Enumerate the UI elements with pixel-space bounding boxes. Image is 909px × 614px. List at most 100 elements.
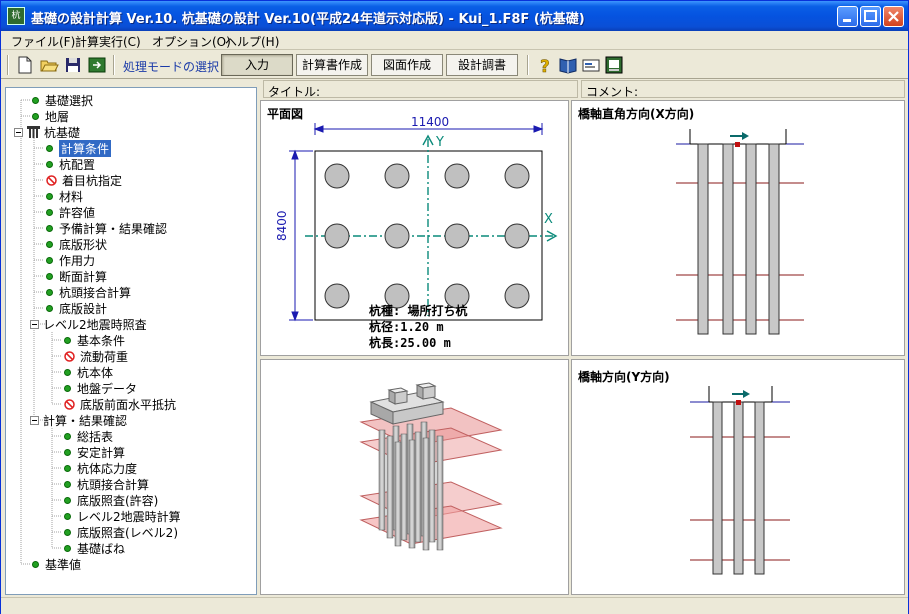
collapse-toggle-icon[interactable] [14,127,23,137]
plan-view-title: 平面図 [267,107,304,121]
prohibited-icon [64,398,75,410]
tree-item-stability-calc[interactable]: 安定計算 [64,444,125,460]
x-direction-panel[interactable]: 橋軸直角方向(X方向) [571,100,905,356]
tree-item-pile-head-calc[interactable]: 杭頭接合計算 [46,284,131,300]
title-bar[interactable]: 杭 基礎の設計計算 Ver.10. 杭基礎の設計 Ver.10(平成24年道示対… [1,1,908,31]
title-field[interactable]: タイトル: [263,80,578,99]
plan-view-panel[interactable]: 平面図 [260,100,569,356]
tree-item-acting-force[interactable]: 作用力 [46,252,95,268]
tree-item-pile-layout[interactable]: 杭配置 [46,156,95,172]
tree-item-basic-conditions[interactable]: 基本条件 [64,332,125,348]
save-disk-icon[interactable] [63,55,83,75]
pile-length-text: 杭長:25.00 m [369,336,451,350]
toolbar-grip [7,55,9,75]
menu-options[interactable]: オプション(O) [152,35,231,49]
y-direction-panel[interactable]: 橋軸方向(Y方向) [571,359,905,595]
svg-text:?: ? [540,57,550,75]
tree-item-calc-results[interactable]: 計算・結果確認 [30,412,127,428]
export-icon[interactable] [87,55,107,75]
program-icon[interactable] [604,55,624,75]
status-ok-icon [46,240,53,248]
status-ok-icon [64,336,71,344]
tree-item-base-check-level2[interactable]: 底版照査(レベル2) [64,524,178,540]
tree-item-flow-load[interactable]: 流動荷重 [64,348,128,364]
collapse-toggle-icon[interactable] [30,319,39,329]
tree-item-standard-values[interactable]: 基準値 [32,556,81,572]
tree-item-base-design[interactable]: 底版設計 [46,300,107,316]
toolbar-separator-2 [527,55,529,75]
close-button[interactable] [883,6,904,27]
tree-item-calc-conditions[interactable]: 計算条件 [46,139,112,157]
status-ok-icon [64,480,71,488]
maximize-button[interactable] [860,6,881,27]
mode-input-button[interactable]: 入力 [221,54,293,76]
status-ok-icon [64,368,71,376]
comment-label: コメント: [586,85,639,99]
tree-item-strata[interactable]: 地層 [32,108,69,124]
tree-item-section-calc[interactable]: 断面計算 [46,268,107,284]
status-ok-icon [64,496,71,504]
tree-item-pile-foundation[interactable]: 杭基礎 [14,124,80,140]
tree-item-level2-check[interactable]: レベル2地震時照査 [30,316,147,332]
new-file-icon[interactable] [15,55,35,75]
tree-item-preliminary-calc[interactable]: 予備計算・結果確認 [46,220,167,236]
tree-item-foundation-spring[interactable]: 基礎ばね [64,540,125,556]
mode-report-button[interactable]: 計算書作成 [296,54,368,76]
tree-item-materials[interactable]: 材料 [46,188,83,204]
tree-item-foundation-select[interactable]: 基礎選択 [32,92,93,108]
tree-item-allowable[interactable]: 許容値 [46,204,95,220]
tree-item-pile-head-result[interactable]: 杭頭接合計算 [64,476,149,492]
minimize-icon [843,19,851,22]
app-icon: 杭 [7,7,25,25]
menu-file[interactable]: ファイル(F) [11,35,76,49]
y-axis-label: Y [436,135,444,150]
open-folder-icon[interactable] [39,55,59,75]
mode-design-record-button[interactable]: 設計調書 [446,54,518,76]
tree-item-pile-body[interactable]: 杭本体 [64,364,113,380]
pile-diameter-text: 杭径:1.20 m [369,320,444,334]
status-ok-icon [64,432,71,440]
status-ok-icon [46,160,53,168]
status-ok-icon [46,288,53,296]
status-ok-icon [46,192,53,200]
tree-item-summary[interactable]: 総括表 [64,428,113,444]
prohibited-icon [46,174,57,186]
pile-spec-block: 杭種: 場所打ち杭 杭径:1.20 m 杭長:25.00 m [369,303,467,351]
help-book-icon[interactable] [558,55,578,75]
info-card-icon[interactable] [581,55,601,75]
status-ok-icon [64,512,71,520]
tree-item-base-shape[interactable]: 底版形状 [46,236,107,252]
minimize-button[interactable] [837,6,858,27]
status-ok-icon [64,528,71,536]
menu-calculate[interactable]: 計算実行(C) [75,35,141,49]
comment-field[interactable]: コメント: [581,80,905,99]
status-ok-icon [64,384,71,392]
tree-item-base-check-allowable[interactable]: 底版照査(許容) [64,492,158,508]
tree-item-level2-calc[interactable]: レベル2地震時計算 [64,508,181,524]
plan-width-dimension: 11400 [411,115,450,129]
help-question-icon[interactable]: ? [535,55,555,75]
status-ok-icon [46,224,53,232]
menu-help[interactable]: ヘルプ(H) [225,35,280,49]
toolbar-separator [113,55,115,75]
mode-drawing-button[interactable]: 図面作成 [371,54,443,76]
status-ok-icon [46,304,53,312]
status-ok-icon [32,112,39,120]
status-ok-icon [32,96,39,104]
tree-item-ground-data[interactable]: 地盤データ [64,380,137,396]
status-ok-icon [46,272,53,280]
status-bar [1,597,908,614]
x-axis-label: X [544,212,553,227]
window-title: 基礎の設計計算 Ver.10. 杭基礎の設計 Ver.10(平成24年道示対応版… [31,12,585,27]
navigation-tree: 基礎選択 地層 杭基礎 計算条件 杭配置 着目杭指定 材料 許容値 予備計算・結… [5,87,257,595]
y-direction-title: 橋軸方向(Y方向) [578,370,670,384]
collapse-toggle-icon[interactable] [30,415,39,425]
tree-item-target-pile[interactable]: 着目杭指定 [46,172,122,188]
tree-item-base-front-resistance[interactable]: 底版前面水平抵抗 [64,396,176,412]
x-direction-drawing [676,129,804,335]
3d-view-panel[interactable] [260,359,569,595]
title-label: タイトル: [268,85,321,99]
x-direction-title: 橋軸直角方向(X方向) [578,107,695,121]
tree-item-pile-stress[interactable]: 杭体応力度 [64,460,137,476]
status-ok-icon [46,208,53,216]
